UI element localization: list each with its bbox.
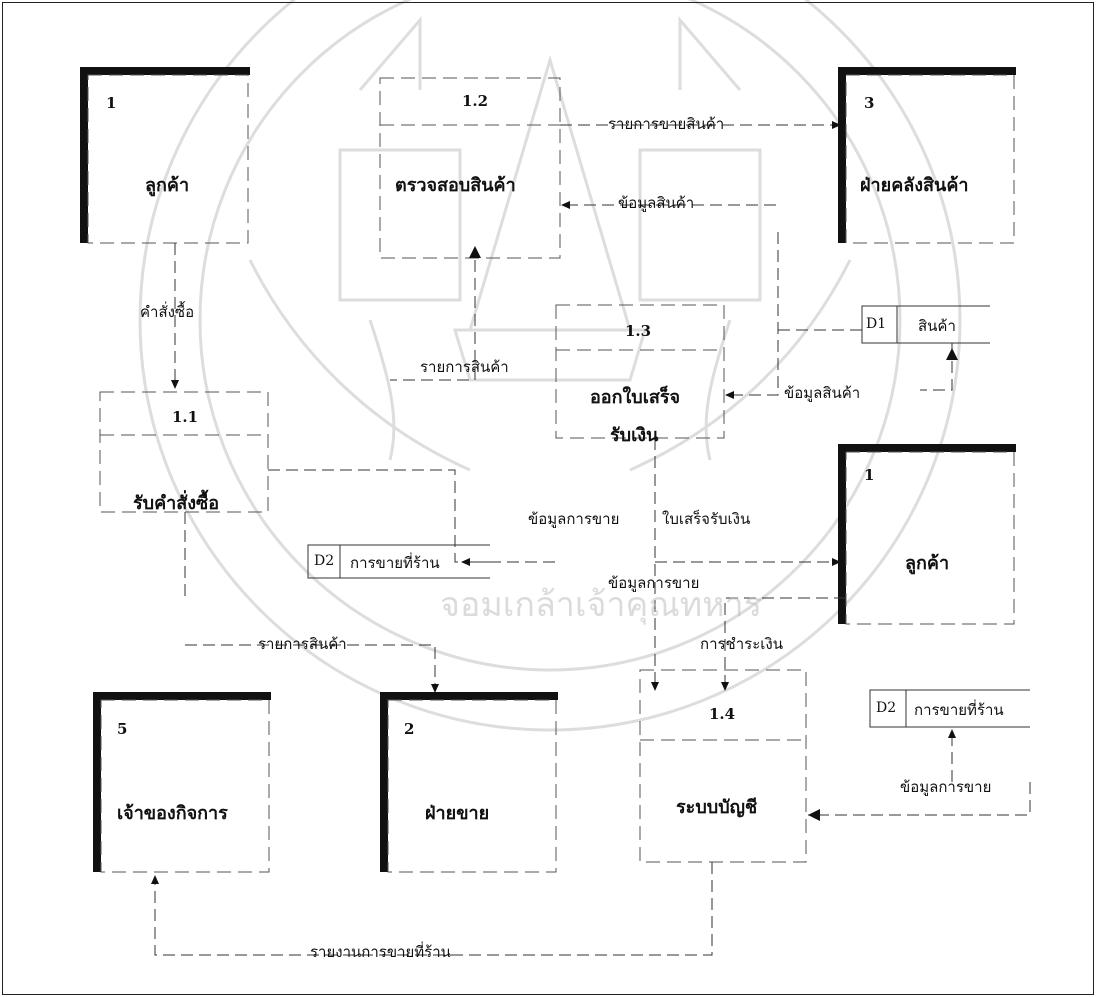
entity-sales-name: ฝ่ายขาย xyxy=(425,798,489,827)
flow-label-product-list-bottom: รายการสินค้า xyxy=(258,635,347,653)
entity-warehouse-number: 3 xyxy=(864,94,874,112)
flow-lines xyxy=(155,125,1030,955)
entity-warehouse-name: ฝ่ายคลังสินค้า xyxy=(860,170,969,199)
process-1-2-number: 1.2 xyxy=(462,92,488,110)
flow-label-sales-info-right: ข้อมูลการขาย xyxy=(900,778,991,796)
flow-label-sales-report: รายงานการขายที่ร้าน xyxy=(310,943,451,961)
entity-customer-right-name: ลูกค้า xyxy=(905,548,949,577)
entity-owner-number: 5 xyxy=(117,720,127,738)
datastore-d2-right-name: การขายที่ร้าน xyxy=(914,698,1004,722)
process-1-3-number: 1.3 xyxy=(625,322,651,340)
flow-label-sales-info-left: ข้อมูลการขาย xyxy=(528,510,619,528)
flow-label-product-list-mid: รายการสินค้า xyxy=(420,358,509,376)
datastore-d2-center-id: D2 xyxy=(314,553,334,569)
arrow-heads xyxy=(469,246,958,821)
process-1-2-name: ตรวจสอบสินค้า xyxy=(395,170,516,199)
entity-customer-right-number: 1 xyxy=(864,466,874,484)
entity-customer-name: ลูกค้า xyxy=(145,170,189,199)
flow-label-product-info-top: ข้อมูลสินค้า xyxy=(618,194,694,212)
process-1-4-name: ระบบบัญชี xyxy=(676,792,757,821)
process-1-1-name: รับคำสั่งซื้อ xyxy=(133,488,219,517)
datastore-d2-right-id: D2 xyxy=(876,700,896,716)
process-1-3-name-line2: รับเงิน xyxy=(610,420,658,449)
flow-label-order: คำสั่งซื้อ xyxy=(140,303,194,321)
process-1-1-number: 1.1 xyxy=(172,408,198,426)
flow-label-sales-list: รายการขายสินค้า xyxy=(608,115,724,133)
flow-label-receipt: ใบเสร็จรับเงิน xyxy=(662,510,750,528)
process-1-4-number: 1.4 xyxy=(709,705,735,723)
entity-sales-number: 2 xyxy=(404,720,414,738)
flow-label-payment: การชำระเงิน xyxy=(700,635,783,653)
datastore-d2-center-name: การขายที่ร้าน xyxy=(350,551,440,575)
flow-label-product-info-d1: ข้อมูลสินค้า xyxy=(784,384,860,402)
datastore-d1-name: สินค้า xyxy=(918,314,956,338)
entity-owner-name: เจ้าของกิจการ xyxy=(117,798,228,827)
datastore-d1-id: D1 xyxy=(866,316,886,332)
process-1-3-name-line1: ออกใบเสร็จ xyxy=(590,382,680,411)
entity-customer-number: 1 xyxy=(106,94,116,112)
watermark-text: จอมเกล้าเจ้าคุณทหาร xyxy=(440,585,762,625)
